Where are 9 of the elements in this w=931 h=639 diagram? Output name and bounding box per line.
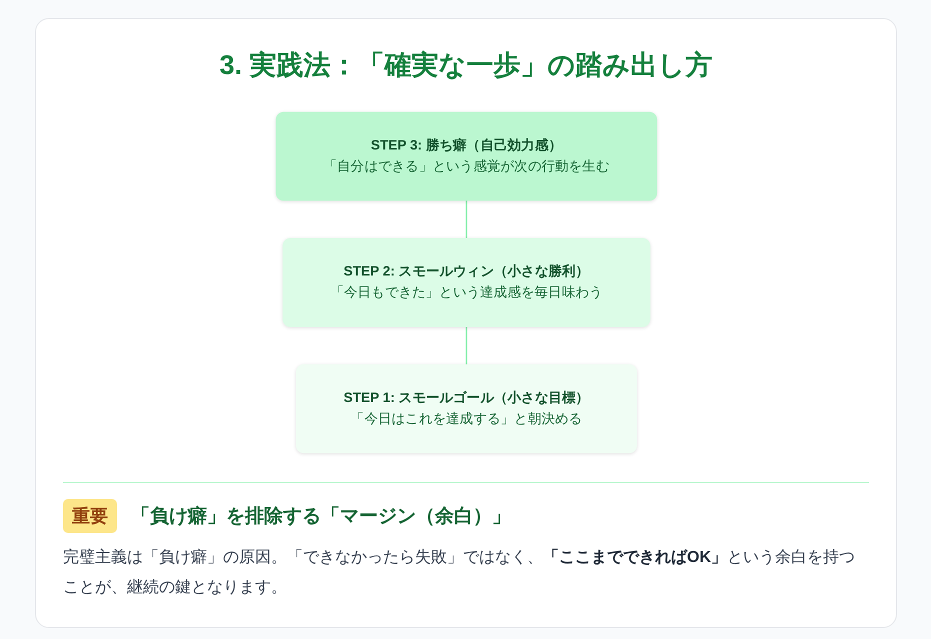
connector-line bbox=[465, 326, 467, 365]
step-box: STEP 3: 勝ち癖（自己効力感） 「自分はできる」という感覚が次の行動を生む bbox=[275, 112, 657, 201]
section-heading: 「負け癖」を排除する「マージン（余白）」 bbox=[131, 504, 511, 529]
step-box: STEP 2: スモールウィン（小さな勝利） 「今日もできた」という達成感を毎日味わう bbox=[282, 238, 650, 327]
paragraph: 完璧主義は「負け癖」の原因。「できなかったら失敗」ではなく、「ここまでできればOK」という余白を持つことが、継続の鍵となります。 bbox=[63, 548, 856, 598]
step-box: STEP 1: スモールゴール（小さな目標） 「今日はこれを達成する」と朝決める bbox=[296, 364, 636, 454]
importance-tag: 重要 bbox=[63, 499, 117, 533]
title: 3. 実践法：「確実な一歩」の踏み出し方 bbox=[218, 49, 714, 82]
connector-line bbox=[465, 200, 467, 238]
